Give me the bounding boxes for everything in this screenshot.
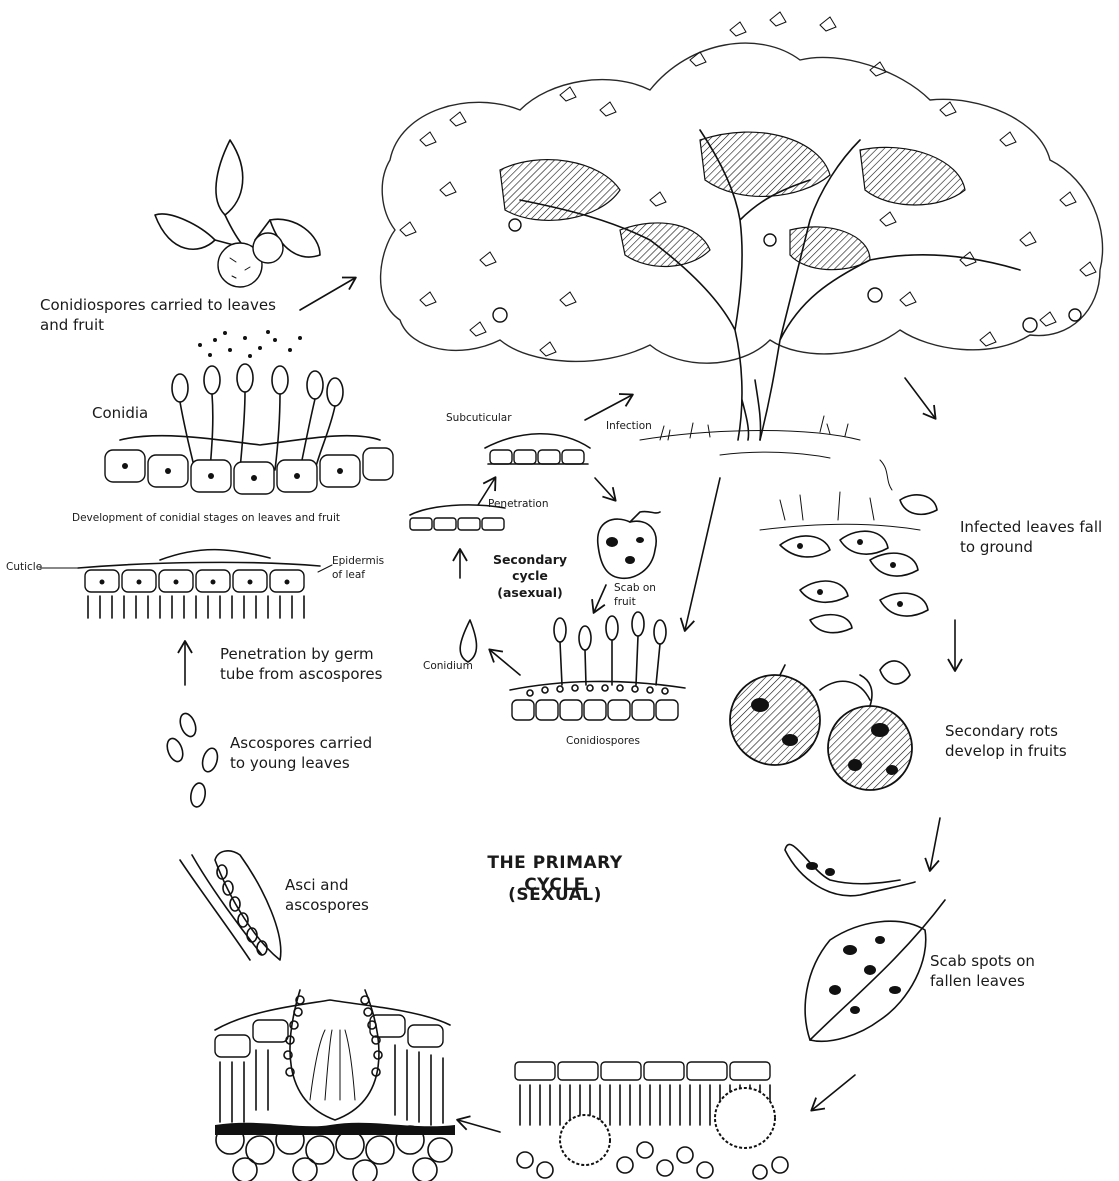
- subcuticular-infection-section: [485, 434, 590, 464]
- label-conidia: Conidia: [92, 404, 148, 424]
- label-infection: Infection: [606, 420, 652, 434]
- arrow-to-perithecium: [458, 1120, 500, 1132]
- asci-with-ascospores: [180, 851, 281, 960]
- scab-on-fruit-apple: [598, 512, 660, 579]
- title-primary-cycle-line2: (SEXUAL): [455, 884, 655, 906]
- arrow-infection-to-conidiospores: [685, 478, 720, 630]
- infected-leaf-and-fruit-sprig: [155, 140, 320, 287]
- label-development-conidial-stages: Development of conidial stages on leaves…: [72, 512, 422, 526]
- label-secondary-cycle: Secondary cycle (asexual): [490, 552, 570, 601]
- arrow-to-scab-fruit: [595, 478, 615, 500]
- label-ascospores-carried: Ascospores carried to young leaves: [230, 734, 430, 773]
- label-conidiospores-carried: Conidiospores carried to leaves and frui…: [40, 296, 360, 335]
- rotting-apples: [730, 661, 912, 790]
- arrow-to-fallen-leaves: [930, 818, 940, 870]
- label-conidium: Conidium: [423, 660, 473, 674]
- label-secondary-rots: Secondary rots develop in fruits: [945, 722, 1115, 761]
- fallen-infected-leaves-on-ground: [760, 460, 937, 633]
- perithecium-cross-section: [215, 990, 455, 1181]
- arrow-tree-to-fallen-leaves: [905, 378, 935, 418]
- fallen-leaf-cross-section: [515, 1062, 788, 1179]
- conidia-on-leaf-diagram: [105, 364, 393, 494]
- label-scab-on-fruit: Scab on fruit: [614, 582, 674, 609]
- ascospores: [164, 711, 220, 808]
- label-asci-and-ascospores: Asci and ascospores: [285, 876, 405, 915]
- leaf-epidermis-cross-section: [40, 550, 332, 618]
- apple-tree: [381, 12, 1103, 458]
- label-scab-spots-fallen-leaves: Scab spots on fallen leaves: [930, 952, 1090, 991]
- conidiospores-section: [510, 612, 685, 720]
- conidium: [460, 620, 476, 662]
- arrow-subcuticular-to-tree: [585, 395, 632, 420]
- label-cuticle: Cuticle: [6, 561, 42, 575]
- label-penetration-by-germ-tube: Penetration by germ tube from ascospores: [220, 645, 420, 684]
- arrow-to-conidium: [490, 650, 520, 675]
- arrow-to-fallen-leaf-section: [812, 1075, 855, 1110]
- label-infected-leaves-fall: Infected leaves fall to ground: [960, 518, 1119, 557]
- arrow-scab-to-conidiospores: [594, 585, 606, 612]
- label-penetration: Penetration: [488, 498, 549, 512]
- label-subcuticular: Subcuticular: [446, 412, 512, 426]
- label-epidermis-of-leaf: Epidermis of leaf: [332, 555, 384, 582]
- scab-spotted-fallen-leaves: [785, 844, 945, 1041]
- label-conidiospores: Conidiospores: [566, 735, 640, 749]
